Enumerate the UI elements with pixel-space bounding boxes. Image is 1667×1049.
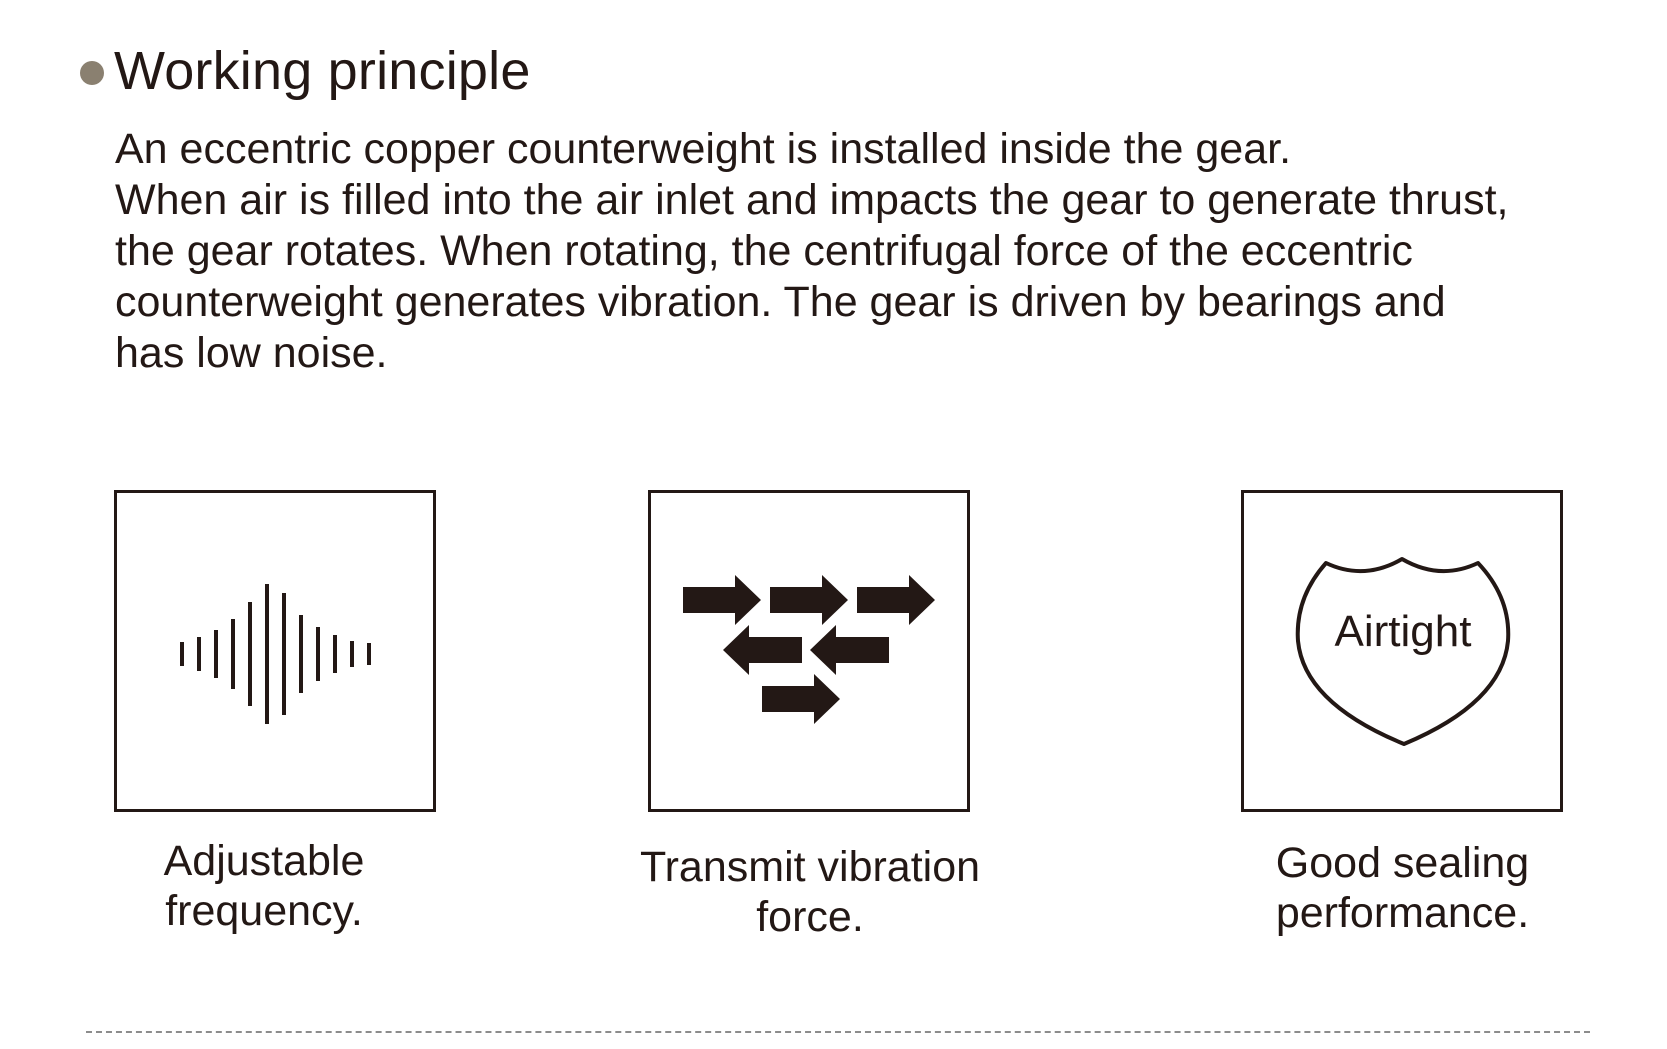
feature-caption-frequency: Adjustable frequency. (163, 837, 365, 935)
arrows-icon (683, 575, 935, 724)
feature-card-sealing: Airtight (1241, 490, 1563, 812)
paragraph-line: counterweight generates vibration. The g… (115, 278, 1446, 326)
dashed-divider (86, 1031, 1590, 1033)
paragraph-line: has low noise. (115, 329, 388, 377)
airtight-label: Airtight (1335, 607, 1472, 656)
description-paragraph: An eccentric copper counterweight is ins… (115, 124, 1635, 379)
section-title: Working principle (114, 41, 531, 101)
feature-caption-sealing: Good sealing performance. (1275, 839, 1530, 937)
shield-icon: Airtight (1295, 557, 1511, 746)
bullet-icon (80, 61, 104, 85)
sound-wave-icon (180, 584, 371, 724)
paragraph-line: the gear rotates. When rotating, the cen… (115, 227, 1413, 275)
feature-card-frequency (114, 490, 436, 812)
paragraph-line: When air is filled into the air inlet an… (115, 176, 1509, 224)
paragraph-line: An eccentric copper counterweight is ins… (115, 125, 1292, 173)
section-heading: Working principle (80, 40, 531, 102)
feature-caption-vibration: Transmit vibration force. (639, 843, 981, 941)
feature-card-vibration (648, 490, 970, 812)
